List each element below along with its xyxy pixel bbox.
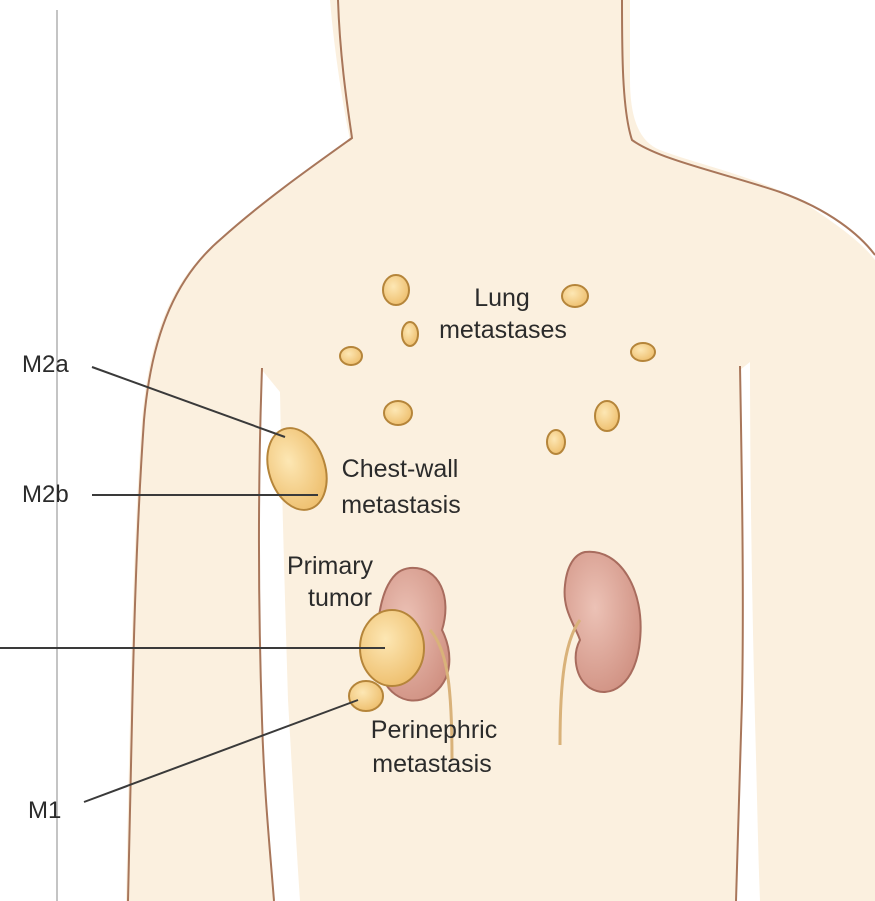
lung-nodule (562, 285, 588, 307)
lung-nodule (595, 401, 619, 431)
lung-metastases-label-line1: Lung (474, 284, 530, 312)
chest-wall-label-line1: Chest-wall (342, 455, 459, 483)
lung-nodule (631, 343, 655, 361)
lung-nodule (384, 401, 412, 425)
perinephric-label-line2: metastasis (372, 750, 491, 778)
lung-nodule (340, 347, 362, 365)
stage-label-m2b: M2b (22, 481, 69, 508)
perinephric-metastasis (349, 681, 383, 711)
torso-silhouette (126, 0, 875, 901)
lung-nodule (383, 275, 409, 305)
stage-label-m2a: M2a (22, 351, 69, 378)
perinephric-label-line1: Perinephric (371, 716, 497, 744)
primary-tumor-label-line1: Primary (287, 552, 374, 580)
stage-label-m1: M1 (28, 797, 61, 824)
lung-nodule (402, 322, 418, 346)
chest-wall-label-line2: metastasis (341, 491, 460, 519)
lung-nodule (547, 430, 565, 454)
primary-tumor-label-line2: tumor (308, 584, 372, 612)
lung-metastases-label-line2: metastases (439, 316, 567, 344)
